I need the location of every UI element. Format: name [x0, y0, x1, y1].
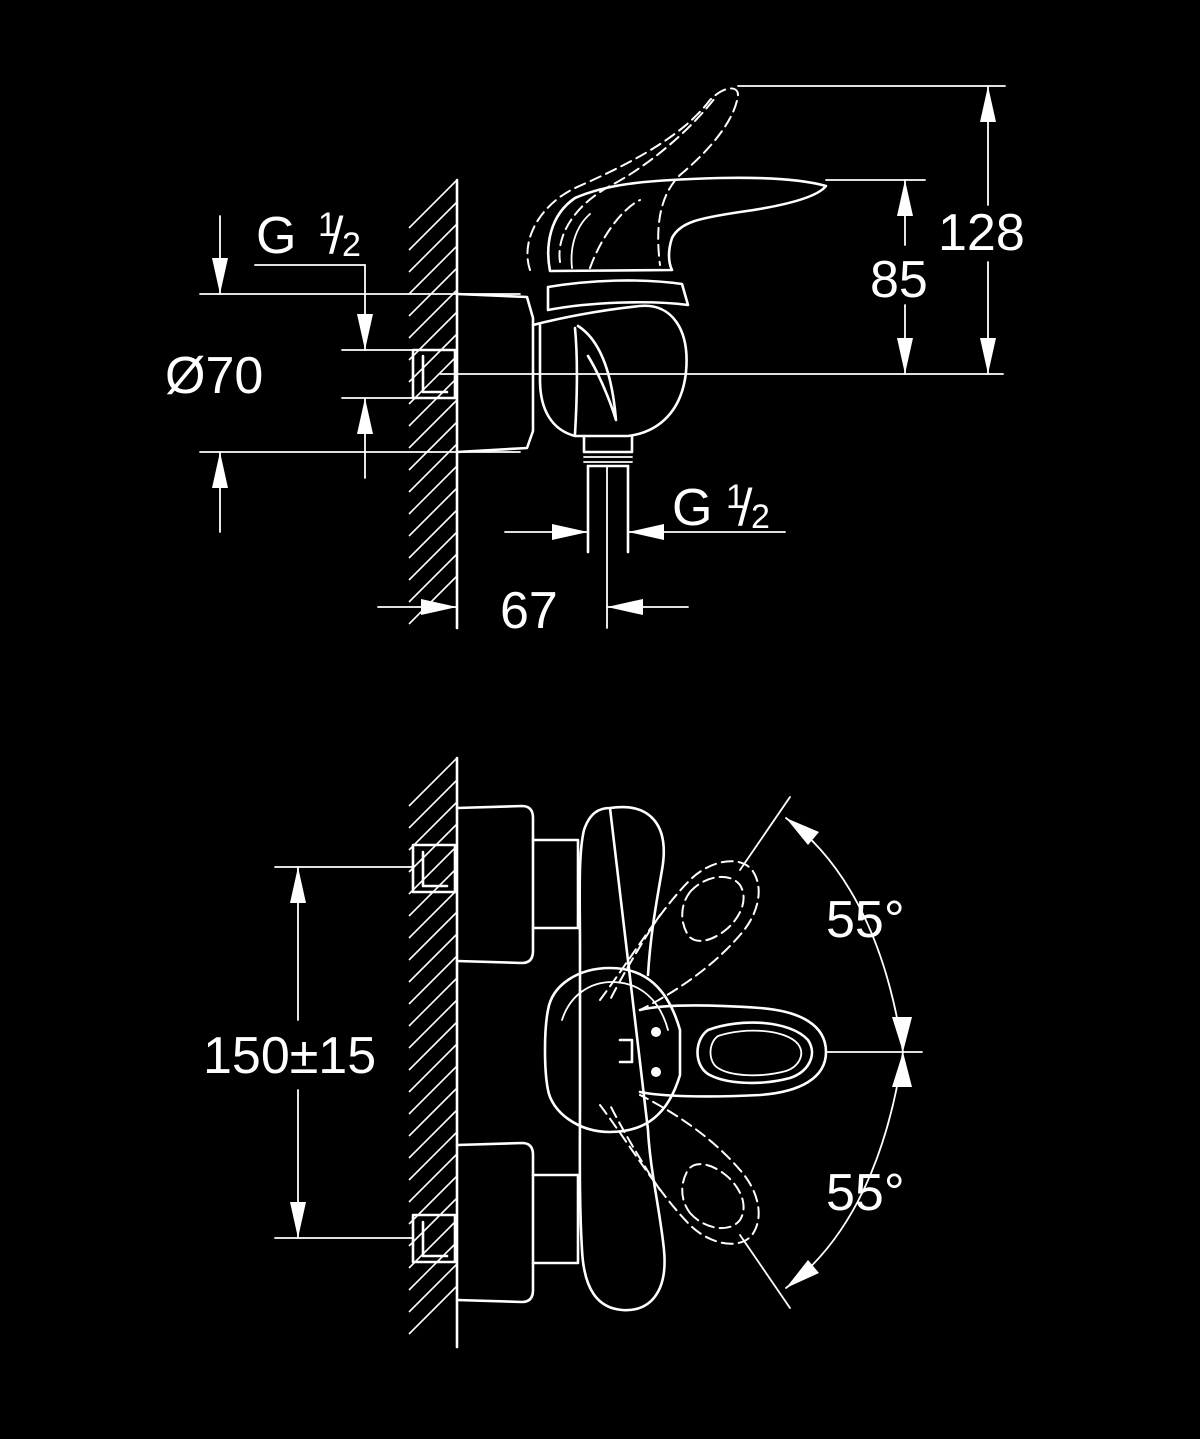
angle-lower-label: 55° — [826, 1164, 905, 1222]
front-wall — [408, 756, 459, 1349]
hatch-line — [408, 1131, 458, 1181]
side-dimension-lines — [199, 85, 1006, 615]
hatch-line — [408, 1065, 458, 1115]
hatch-line — [408, 933, 458, 983]
hatch-line — [408, 289, 458, 339]
hatch-line — [408, 889, 458, 939]
side-labels: G 1 / 2 Ø70 128 85 G 1 / 2 67 — [165, 204, 1025, 640]
front-labels: 150±15 55° 55° — [203, 891, 905, 1222]
side-view: G 1 / 2 Ø70 128 85 G 1 / 2 67 — [165, 85, 1025, 640]
outlet-thread-slash: / — [738, 479, 753, 537]
height-spout-label: 85 — [870, 251, 928, 309]
front-mixer-body — [411, 804, 828, 1312]
height-total-label: 128 — [938, 204, 1025, 262]
hatch-line — [408, 179, 458, 229]
front-dimension-lines — [274, 796, 923, 1309]
hatch-line — [408, 355, 458, 405]
hatch-line — [408, 779, 458, 829]
hatch-line — [408, 311, 458, 361]
hatch-line — [408, 553, 458, 603]
wall-hatching — [408, 179, 458, 625]
hatch-line — [408, 1263, 458, 1313]
hatch-line — [408, 1109, 458, 1159]
hatch-line — [408, 1043, 458, 1093]
hatch-line — [408, 201, 458, 251]
diameter-label: Ø70 — [165, 347, 263, 405]
hatch-line — [408, 333, 458, 383]
hatch-line — [408, 999, 458, 1049]
hatch-line — [408, 509, 458, 559]
hatch-line — [408, 465, 458, 515]
hatch-line — [408, 911, 458, 961]
hatch-line — [408, 801, 458, 851]
side-mixer-body — [411, 87, 828, 629]
outlet-thread-letter: G — [672, 479, 712, 537]
inlet-thread-slash: / — [329, 207, 344, 265]
outlet-thread-denominator: 2 — [751, 498, 770, 536]
inlet-thread-numerator: 1 — [318, 206, 337, 244]
hatch-line — [408, 399, 458, 449]
hatch-line — [408, 223, 458, 273]
front-view: 150±15 55° 55° — [203, 756, 923, 1349]
hatch-line — [408, 1241, 458, 1291]
hatch-line — [408, 531, 458, 581]
hatch-line — [408, 487, 458, 537]
hatch-line — [408, 1153, 458, 1203]
wall-hatching — [408, 757, 458, 1335]
hatch-line — [408, 955, 458, 1005]
hatch-line — [408, 823, 458, 873]
hatch-line — [408, 845, 458, 895]
hatch-line — [408, 575, 458, 625]
hatch-line — [408, 421, 458, 471]
hatch-line — [408, 1197, 458, 1247]
hatch-line — [408, 245, 458, 295]
hatch-line — [408, 977, 458, 1027]
hatch-line — [408, 377, 458, 427]
projection-label: 67 — [500, 582, 558, 640]
hatch-line — [408, 267, 458, 317]
outlet-thread-numerator: 1 — [726, 478, 745, 516]
centre-distance-label: 150±15 — [203, 1027, 376, 1085]
side-wall — [408, 178, 459, 630]
hatch-line — [408, 1285, 458, 1335]
hatch-line — [408, 757, 458, 807]
inlet-thread-denominator: 2 — [342, 226, 361, 264]
hatch-line — [408, 1021, 458, 1071]
angle-upper-label: 55° — [826, 891, 905, 949]
inlet-thread-letter: G — [256, 207, 296, 265]
hatch-line — [408, 1219, 458, 1269]
hatch-line — [408, 1087, 458, 1137]
